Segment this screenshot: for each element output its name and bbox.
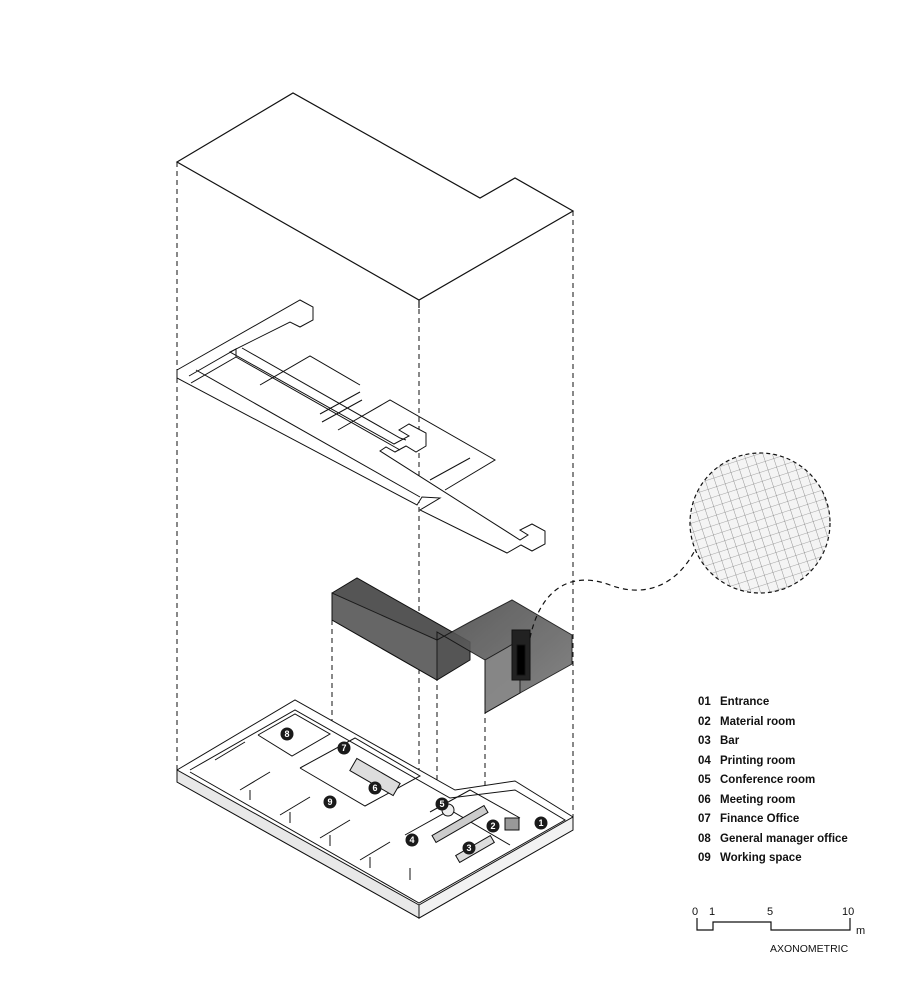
legend-item: 04 Printing room: [698, 755, 888, 775]
tile-detail-callout: [529, 452, 831, 639]
scale-caption: AXONOMETRIC: [770, 943, 849, 955]
room-marker-label: 3: [466, 843, 471, 853]
legend-item: 08 General manager office: [698, 833, 888, 853]
room-marker-9: 9: [323, 795, 337, 809]
ceiling-frame: [176, 299, 546, 554]
room-marker-7: 7: [337, 741, 351, 755]
legend-number: 04: [698, 754, 711, 767]
room-marker-3: 3: [462, 841, 476, 855]
room-marker-1: 1: [534, 816, 548, 830]
room-marker-4: 4: [405, 833, 419, 847]
scale-tick-5: 5: [767, 906, 773, 918]
legend-number: 05: [698, 774, 711, 786]
room-markers: 1 2 3 4 5 6 7 8 9: [280, 727, 548, 855]
room-marker-2: 2: [486, 819, 500, 833]
legend-number: 09: [698, 852, 711, 864]
room-marker-8: 8: [280, 727, 294, 741]
scale-tick-10: 10: [842, 906, 854, 918]
legend-label: Finance Office: [720, 813, 800, 825]
legend-label: Conference room: [720, 774, 816, 786]
scale-bar: 0 1 5 10 m AXONOMETRIC: [692, 906, 865, 955]
legend-number: 08: [698, 832, 711, 845]
legend-number: 03: [698, 735, 711, 747]
scale-tick-1: 1: [709, 906, 715, 918]
legend-label: Printing room: [720, 754, 796, 767]
dark-volume: [331, 577, 573, 714]
legend-number: 01: [698, 696, 711, 708]
legend: 01 Entrance 02 Material room 03 Bar 04 Printing…: [698, 696, 888, 872]
scale-unit: m: [856, 925, 865, 937]
legend-label: Entrance: [720, 696, 770, 708]
legend-item: 07 Finance Office: [698, 813, 888, 833]
scale-tick-0: 0: [692, 906, 698, 918]
room-marker-label: 8: [284, 729, 289, 739]
legend-item: 06 Meeting room: [698, 794, 888, 814]
room-marker-label: 1: [538, 818, 543, 828]
room-marker-label: 2: [490, 821, 495, 831]
legend-label: Bar: [720, 735, 740, 747]
room-marker-label: 6: [372, 783, 377, 793]
legend-number: 07: [698, 813, 711, 825]
roof-slab: [175, 92, 575, 308]
legend-item: 02 Material room: [698, 716, 888, 736]
legend-item: 09 Working space: [698, 852, 888, 872]
room-marker-label: 9: [327, 797, 332, 807]
room-marker-label: 7: [341, 743, 346, 753]
legend-item: 05 Conference room: [698, 774, 888, 794]
legend-label: General manager office: [720, 832, 848, 845]
room-marker-label: 4: [409, 835, 414, 845]
legend-number: 02: [698, 715, 711, 728]
legend-item: 01 Entrance: [698, 696, 888, 716]
legend-label: Material room: [720, 715, 796, 728]
legend-item: 03 Bar: [698, 735, 888, 755]
legend-label: Working space: [720, 852, 802, 864]
room-marker-6: 6: [368, 781, 382, 795]
room-marker-label: 5: [439, 799, 444, 809]
legend-number: 06: [698, 793, 711, 806]
room-marker-5: 5: [435, 797, 449, 811]
legend-label: Meeting room: [720, 793, 796, 806]
floor-plan: [176, 699, 574, 919]
